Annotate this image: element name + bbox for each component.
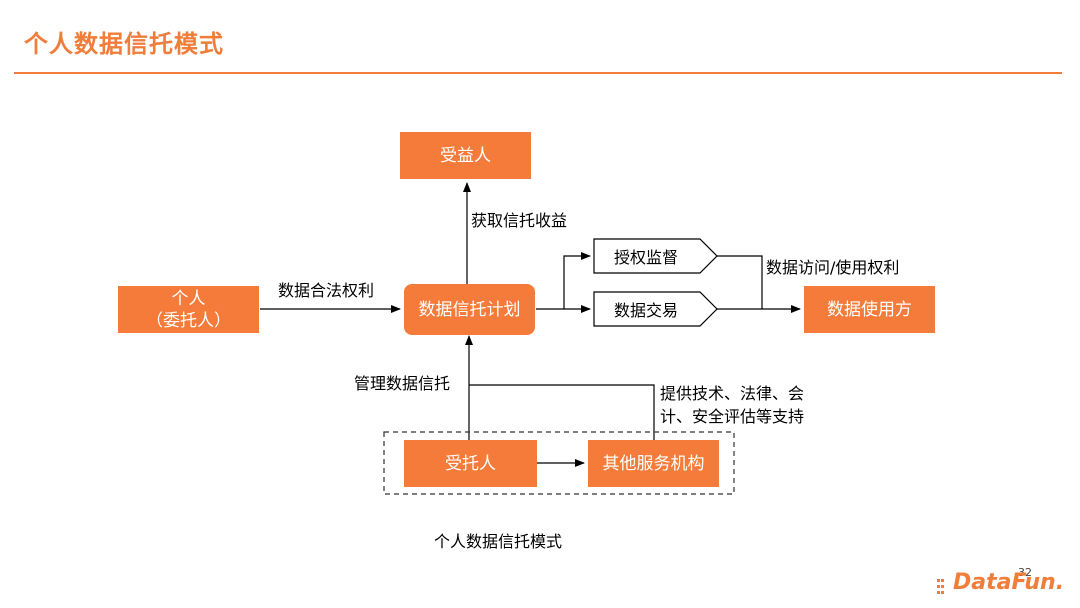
other-services-label: 其他服务机构 [602,453,705,474]
trust-plan-node: 数据信托计划 [404,284,535,335]
trust-plan-label: 数据信托计划 [418,299,521,320]
edge-label-support-line1: 提供技术、法律、会 [660,384,805,403]
page-title: 个人数据信托模式 [24,30,224,58]
figure-caption: 个人数据信托模式 [434,532,563,551]
datafun-logo: DataFun. [953,570,1065,595]
datafun-logo-mark [937,579,944,594]
edge-label-legal-rights: 数据合法权利 [278,281,375,300]
individual-sublabel: （委托人） [146,310,231,331]
authorization-monitoring-node: 授权监督 [594,239,704,273]
edge-label-trust-income: 获取信托收益 [471,211,568,230]
monitoring-shape [593,238,718,274]
trustee-group-frame [383,431,735,495]
edge-plan-to-branches [536,252,591,310]
data-trading-label: 数据交易 [614,301,679,320]
edge-monitoring-to-user [717,255,763,309]
edge-label-manage-trust: 管理数据信托 [354,374,451,393]
other-services-node: 其他服务机构 [588,440,719,487]
trustee-node: 受托人 [404,440,537,487]
data-trading-node: 数据交易 [594,292,704,326]
edge-label-support-line2: 计、安全评估等支持 [660,407,805,426]
data-user-node: 数据使用方 [804,286,935,333]
page-number: 32 [1018,566,1032,579]
title-divider [14,72,1062,74]
trustee-label: 受托人 [445,453,496,474]
beneficiary-label: 受益人 [440,145,491,166]
edge-services-to-plan [469,384,655,440]
individual-label: 个人 [171,288,206,309]
beneficiary-node: 受益人 [400,132,531,179]
individual-node: 个人 （委托人） [118,286,259,333]
authorization-monitoring-label: 授权监督 [614,248,679,267]
trading-shape [593,291,718,327]
edge-label-access-rights: 数据访问/使用权利 [766,258,900,277]
data-user-label: 数据使用方 [827,299,912,320]
